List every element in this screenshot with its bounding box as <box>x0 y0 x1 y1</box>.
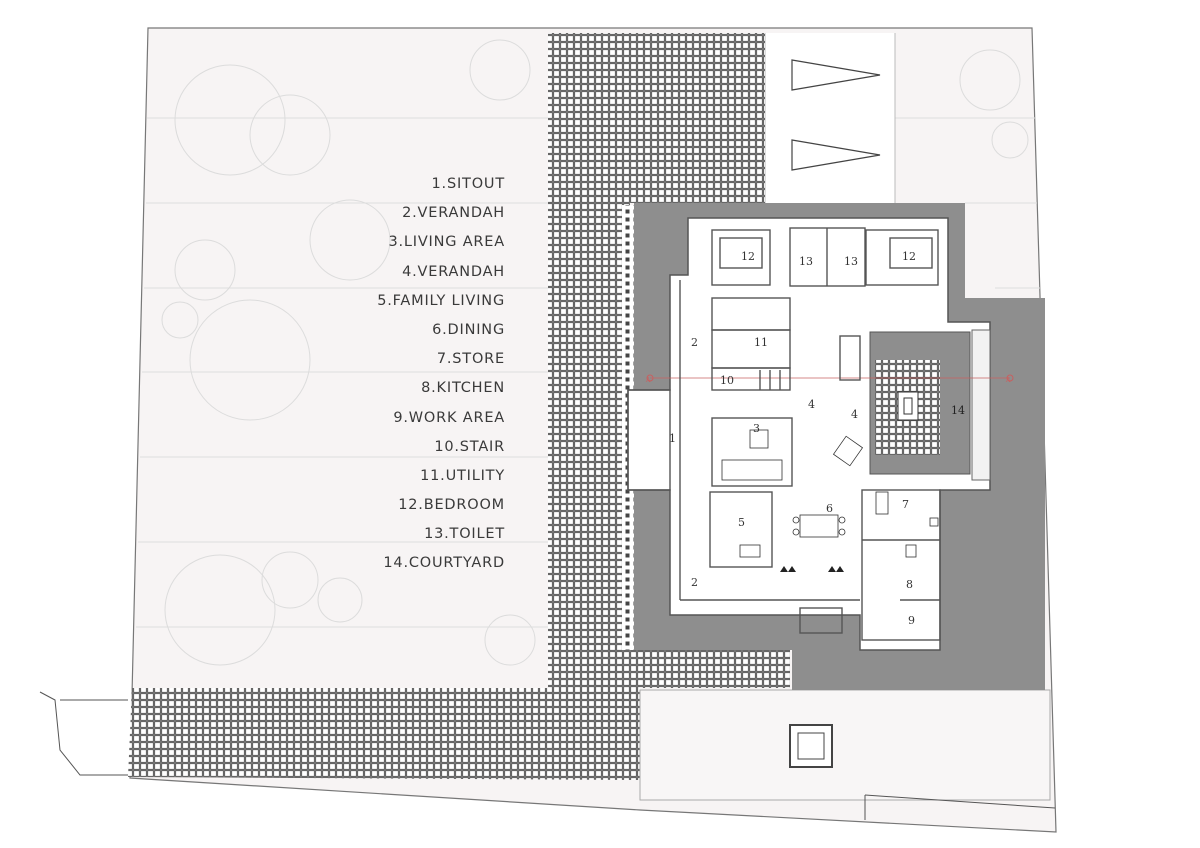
house-footprint <box>627 217 991 651</box>
room-label-dining: 6 <box>826 502 833 515</box>
legend-item-verandah: 2.VERANDAH <box>402 205 505 222</box>
room-label-family-living: 5 <box>738 516 745 529</box>
room-label-toilet: 13 <box>844 255 858 268</box>
room-label-sitout: 1 <box>669 432 676 445</box>
legend-item-bedroom: 12.BEDROOM <box>398 497 505 514</box>
legend-item-stair: 10.STAIR <box>434 438 505 455</box>
room-label-store: 7 <box>902 498 909 511</box>
room-label-verandah-center: 4 <box>808 398 815 411</box>
room-label-stair: 10 <box>720 374 734 387</box>
legend-item-kitchen: 8.KITCHEN <box>421 380 505 397</box>
legend-item-toilet: 13.TOILET <box>424 526 505 543</box>
legend-item-work-area: 9.WORK AREA <box>393 409 505 426</box>
room-label-utility: 11 <box>754 336 768 349</box>
legend-item-family-living: 5.FAMILY LIVING <box>377 292 505 309</box>
legend-item-verandah-2: 4.VERANDAH <box>402 263 505 280</box>
grid-paving-horizontal <box>128 688 640 780</box>
room-legend: 1.SITOUT 2.VERANDAH 3.LIVING AREA 4.VERA… <box>300 170 505 579</box>
parking-arrow-2 <box>791 139 881 171</box>
room-numbers: 1 2 2 3 4 4 5 6 7 8 9 10 11 12 12 13 13 … <box>645 250 1011 627</box>
room-label-verandah-east: 4 <box>851 408 858 421</box>
room-label-verandah: 2 <box>691 576 698 589</box>
room-label-living: 3 <box>753 422 760 435</box>
driveway <box>765 33 895 203</box>
legend-item-courtyard: 14.COURTYARD <box>383 555 505 572</box>
room-label-verandah: 2 <box>691 336 698 349</box>
legend-item-dining: 6.DINING <box>432 321 505 338</box>
legend-item-living-area: 3.LIVING AREA <box>388 234 505 251</box>
parking-arrow-1 <box>791 59 881 91</box>
room-label-bedroom: 12 <box>902 250 916 263</box>
furniture <box>721 429 939 558</box>
site-edge-lines <box>39 691 128 776</box>
section-marker-right: A <box>1005 377 1011 384</box>
room-label-courtyard: 14 <box>951 404 965 417</box>
stair-markers <box>780 566 844 572</box>
front-lawn <box>639 689 1051 801</box>
room-label-toilet: 13 <box>799 255 813 268</box>
grid-paving-vertical <box>548 33 765 203</box>
legend-item-store: 7.STORE <box>436 351 505 368</box>
legend-item-sitout: 1.SITOUT <box>431 176 505 192</box>
section-marker-left: A <box>645 377 651 384</box>
room-label-bedroom: 12 <box>741 250 755 263</box>
room-label-kitchen: 8 <box>906 578 913 591</box>
interior-walls <box>627 227 941 641</box>
room-label-work-area: 9 <box>908 614 915 627</box>
legend-item-utility: 11.UTILITY <box>420 467 505 484</box>
